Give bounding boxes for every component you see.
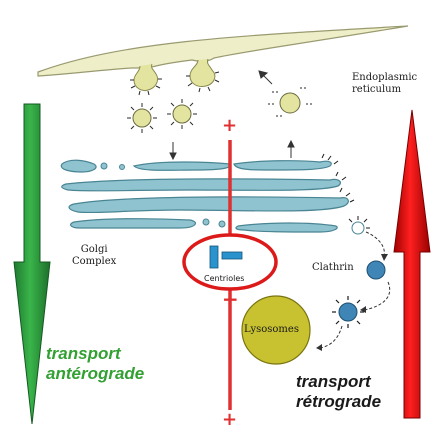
copii-vesicle-1 [127,103,157,133]
er-label-line2: reticulum [352,83,402,95]
golgi-vesicles [100,162,226,228]
centriole-horizontal [221,251,243,260]
er-budding-vesicle-right [189,58,216,87]
golgi-cisternae [60,159,349,233]
anterograde-label-line2: antérograde [46,363,145,383]
golgi-cisterna-2 [132,161,231,171]
retrograde-label: transport rétrograde [296,372,381,411]
golgi-label-line1: Golgi [80,244,108,255]
clathrin-vesicle [366,260,386,280]
clathrin-coated-bud [348,216,370,235]
coat-spikes [130,71,220,96]
anterograde-label: transport antérograde [46,344,144,383]
centrosome-highlight-circle [182,233,278,291]
golgi-cisterna-6 [70,218,197,229]
er-budding-vesicle-left [133,63,159,91]
coated-vesicle [332,296,364,328]
golgi-cisterna-5 [68,196,349,214]
er-label-line1: Endoplasmic [352,72,418,83]
golgi-cisterna-1 [60,159,97,173]
golgi-cisterna-4 [61,178,341,192]
golgi-coat-spikes [321,153,355,203]
golgi-label-line2: Complex [72,255,117,267]
retrograde-arrow [393,109,431,419]
centriole-vertical [209,245,219,269]
clathrin-label: Clathrin [312,262,354,273]
small-transport-arrows [169,70,295,161]
clathrin-pathway-arrows [319,231,391,349]
plus-bottom-label: + [222,409,238,430]
retrograde-label-line2: rétrograde [296,391,382,411]
retrograde-label-line1: transport [296,372,371,391]
golgi-cisterna-7 [235,222,338,233]
copii-vesicle-2 [167,99,197,129]
lysosomes-label: Lysosomes [244,324,299,335]
endoplasmic-reticulum-membrane [37,25,409,77]
copi-vesicle [268,87,312,117]
er-label: Endoplasmic reticulum [352,72,417,95]
plus-top-label: + [222,115,238,136]
anterograde-arrow [13,103,51,425]
anterograde-label-line1: transport [46,344,121,363]
lysosome [241,295,311,365]
golgi-label: Golgi Complex [72,244,116,267]
pathway-arrowheads [316,254,388,351]
centrioles-label: Centrioles [204,274,245,283]
minus-label: − [222,287,239,311]
golgi-cisterna-3 [233,160,332,171]
